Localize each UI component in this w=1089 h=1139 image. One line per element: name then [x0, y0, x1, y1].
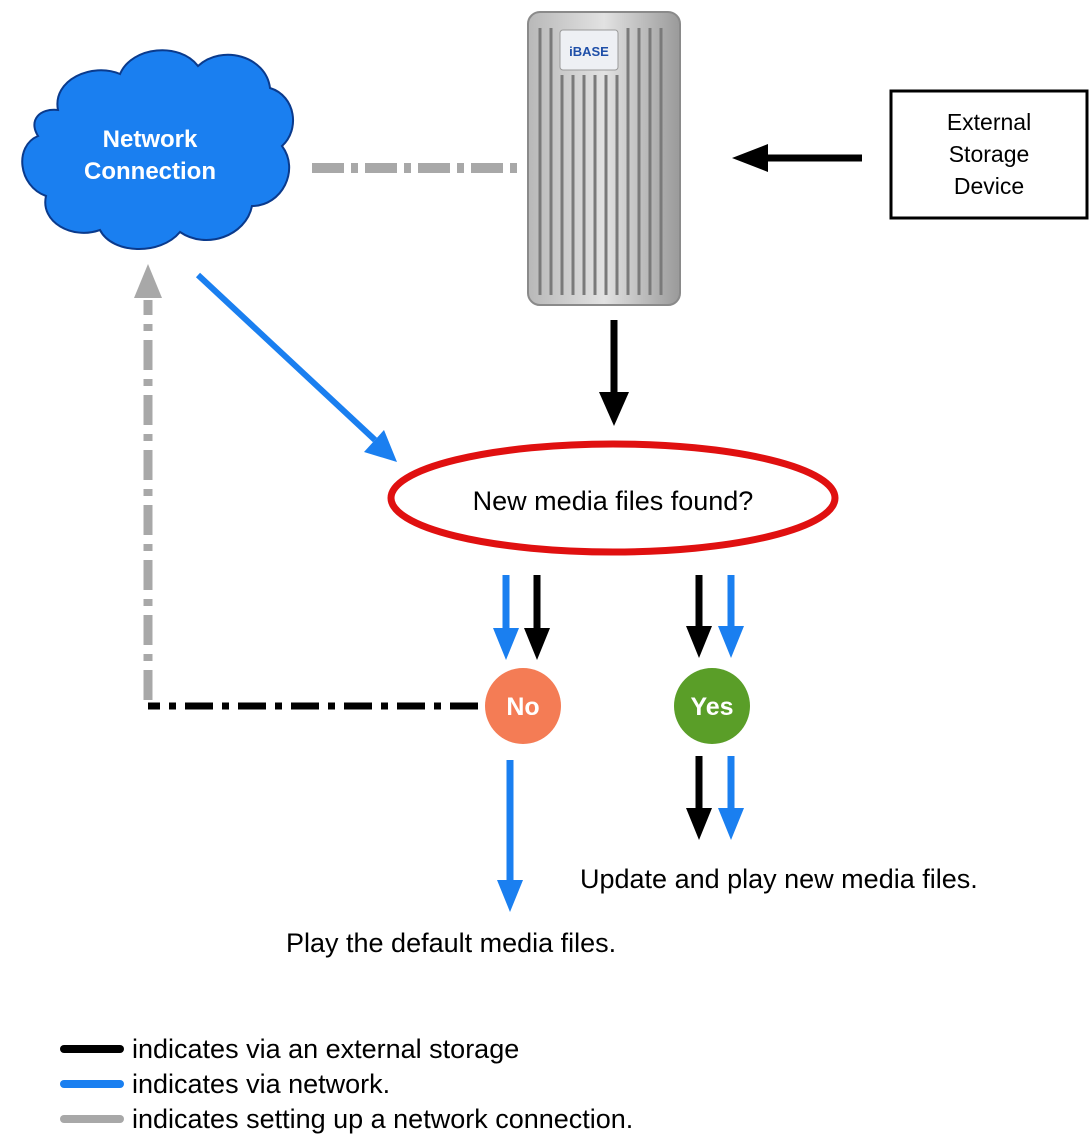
- cloud-label-line2: Connection: [84, 158, 216, 185]
- no-to-default-arrow: [497, 760, 523, 912]
- outcome-yes-text: Update and play new media files.: [580, 864, 978, 894]
- storage-label-line3: Device: [954, 173, 1024, 199]
- device-to-decision-arrow: [599, 320, 629, 426]
- no-node: No: [485, 668, 561, 744]
- decision-to-no-arrows: [493, 575, 550, 660]
- legend-text-network: indicates via network.: [132, 1069, 390, 1099]
- legend-text-setup: indicates setting up a network connectio…: [132, 1104, 633, 1134]
- storage-to-device-arrow: [732, 144, 862, 172]
- decision-to-yes-arrows: [686, 575, 744, 658]
- yes-node: Yes: [674, 668, 750, 744]
- ibase-device-icon: iBASE: [527, 11, 681, 306]
- outcome-no-text: Play the default media files.: [286, 928, 616, 958]
- return-to-cloud-arrow: [134, 264, 162, 700]
- legend: indicates via an external storage indica…: [60, 1034, 633, 1134]
- decision-node: New media files found?: [387, 440, 839, 556]
- yes-label: Yes: [690, 693, 733, 721]
- device-brand-label: iBASE: [569, 44, 609, 59]
- yes-to-update-arrows: [686, 756, 744, 840]
- no-label: No: [506, 693, 539, 721]
- storage-label-line1: External: [947, 109, 1031, 135]
- cloud-label-line1: Network: [103, 126, 198, 153]
- cloud-to-decision-arrow: [195, 272, 397, 462]
- decision-question: New media files found?: [473, 486, 754, 516]
- legend-text-storage: indicates via an external storage: [132, 1034, 519, 1064]
- storage-label-line2: Storage: [949, 141, 1030, 167]
- external-storage-box: External Storage Device: [889, 89, 1089, 220]
- network-cloud-icon: Network Connection: [21, 49, 295, 250]
